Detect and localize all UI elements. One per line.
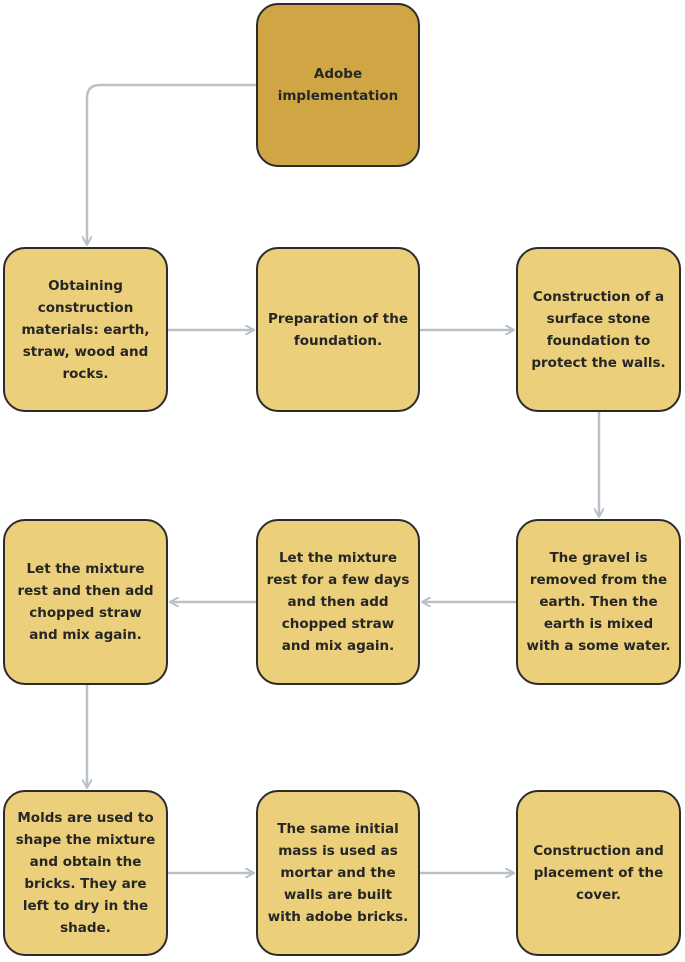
node-mixture-rest: Let the mixture rest and then add choppe… <box>3 519 168 685</box>
node-label: Construction of a surface stone foundati… <box>531 288 666 371</box>
node-obtaining-materials: Obtaining construction materials: earth,… <box>3 247 168 412</box>
connector-root-to-step1 <box>87 83 256 244</box>
node-label: The same initial mass is used as mortar … <box>267 821 409 925</box>
node-label: The gravel is removed from the earth. Th… <box>526 550 671 654</box>
node-adobe-implementation: Adobe implementation <box>256 3 420 167</box>
node-stone-foundation: Construction of a surface stone foundati… <box>516 247 681 412</box>
node-mortar-walls: The same initial mass is used as mortar … <box>256 790 420 956</box>
node-label: Adobe implementation <box>277 66 399 104</box>
node-label: Construction and placement of the cover. <box>533 843 664 903</box>
node-foundation-preparation: Preparation of the foundation. <box>256 247 420 412</box>
node-label: Preparation of the foundation. <box>268 310 408 349</box>
node-label: Let the mixture rest for a few days and … <box>266 550 410 654</box>
node-label: Obtaining construction materials: earth,… <box>21 277 150 382</box>
node-mixture-rest-days: Let the mixture rest for a few days and … <box>256 519 420 685</box>
node-molds-bricks: Molds are used to shape the mixture and … <box>3 790 168 956</box>
node-cover-placement: Construction and placement of the cover. <box>516 790 681 956</box>
node-label: Let the mixture rest and then add choppe… <box>17 561 154 643</box>
node-label: Molds are used to shape the mixture and … <box>15 810 156 936</box>
node-gravel-removal: The gravel is removed from the earth. Th… <box>516 519 681 685</box>
